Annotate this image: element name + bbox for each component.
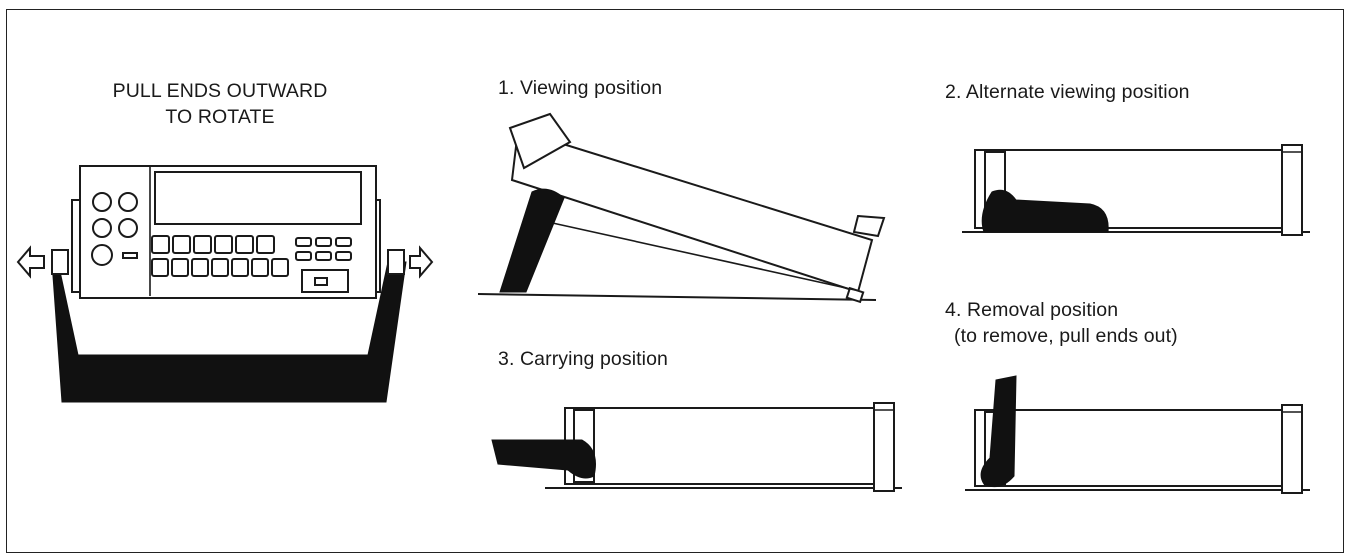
viewing-position-caption: 1. Viewing position — [498, 77, 663, 99]
keypad-key — [211, 258, 229, 277]
terminal — [91, 244, 113, 266]
alternate-viewing-position-drawing — [962, 144, 1310, 236]
keypad-key — [256, 235, 275, 254]
right-pivot — [387, 249, 405, 275]
viewing-position-drawing — [477, 112, 886, 304]
removal-handle — [980, 375, 1017, 488]
figure-frame — [6, 9, 1344, 553]
left-pivot — [51, 249, 69, 275]
terminal — [92, 192, 112, 212]
front-view-instrument — [16, 165, 434, 403]
keypad-key — [191, 258, 209, 277]
keypad-key — [151, 258, 169, 277]
right-arrow-icon — [409, 245, 434, 279]
keypad-key — [335, 251, 352, 261]
terminal — [118, 192, 138, 212]
keypad-key — [315, 237, 332, 247]
function-keys — [295, 237, 352, 261]
keypad-key — [231, 258, 249, 277]
keypad-row — [151, 258, 289, 277]
keypad-key — [151, 235, 170, 254]
keypad-key — [251, 258, 269, 277]
carrying-handle — [491, 439, 596, 479]
viewing-handle — [499, 188, 565, 293]
removal-position-drawing — [965, 375, 1310, 494]
keypad-key — [171, 258, 189, 277]
left-arrow-icon — [16, 245, 45, 279]
keypad-key — [335, 237, 352, 247]
keypad-key — [295, 237, 312, 247]
keypad-row — [151, 235, 275, 254]
terminal — [118, 218, 138, 238]
keypad-key — [235, 235, 254, 254]
keypad-key — [214, 235, 233, 254]
keypad-key — [193, 235, 212, 254]
carrying-position-caption: 3. Carrying position — [498, 348, 668, 370]
carrying-position-drawing — [491, 402, 902, 492]
terminal — [92, 218, 112, 238]
keypad-key — [271, 258, 289, 277]
keypad-key — [315, 251, 332, 261]
alternate-viewing-handle — [981, 189, 1109, 233]
alternate-viewing-position-caption: 2. Alternate viewing position — [945, 81, 1190, 103]
pull-ends-caption: PULL ENDS OUTWARD TO ROTATE — [112, 80, 328, 128]
removal-position-caption: 4. Removal position (to remove, pull end… — [945, 299, 1178, 347]
keypad-key — [172, 235, 191, 254]
keypad-key — [295, 251, 312, 261]
display-window — [154, 171, 362, 225]
